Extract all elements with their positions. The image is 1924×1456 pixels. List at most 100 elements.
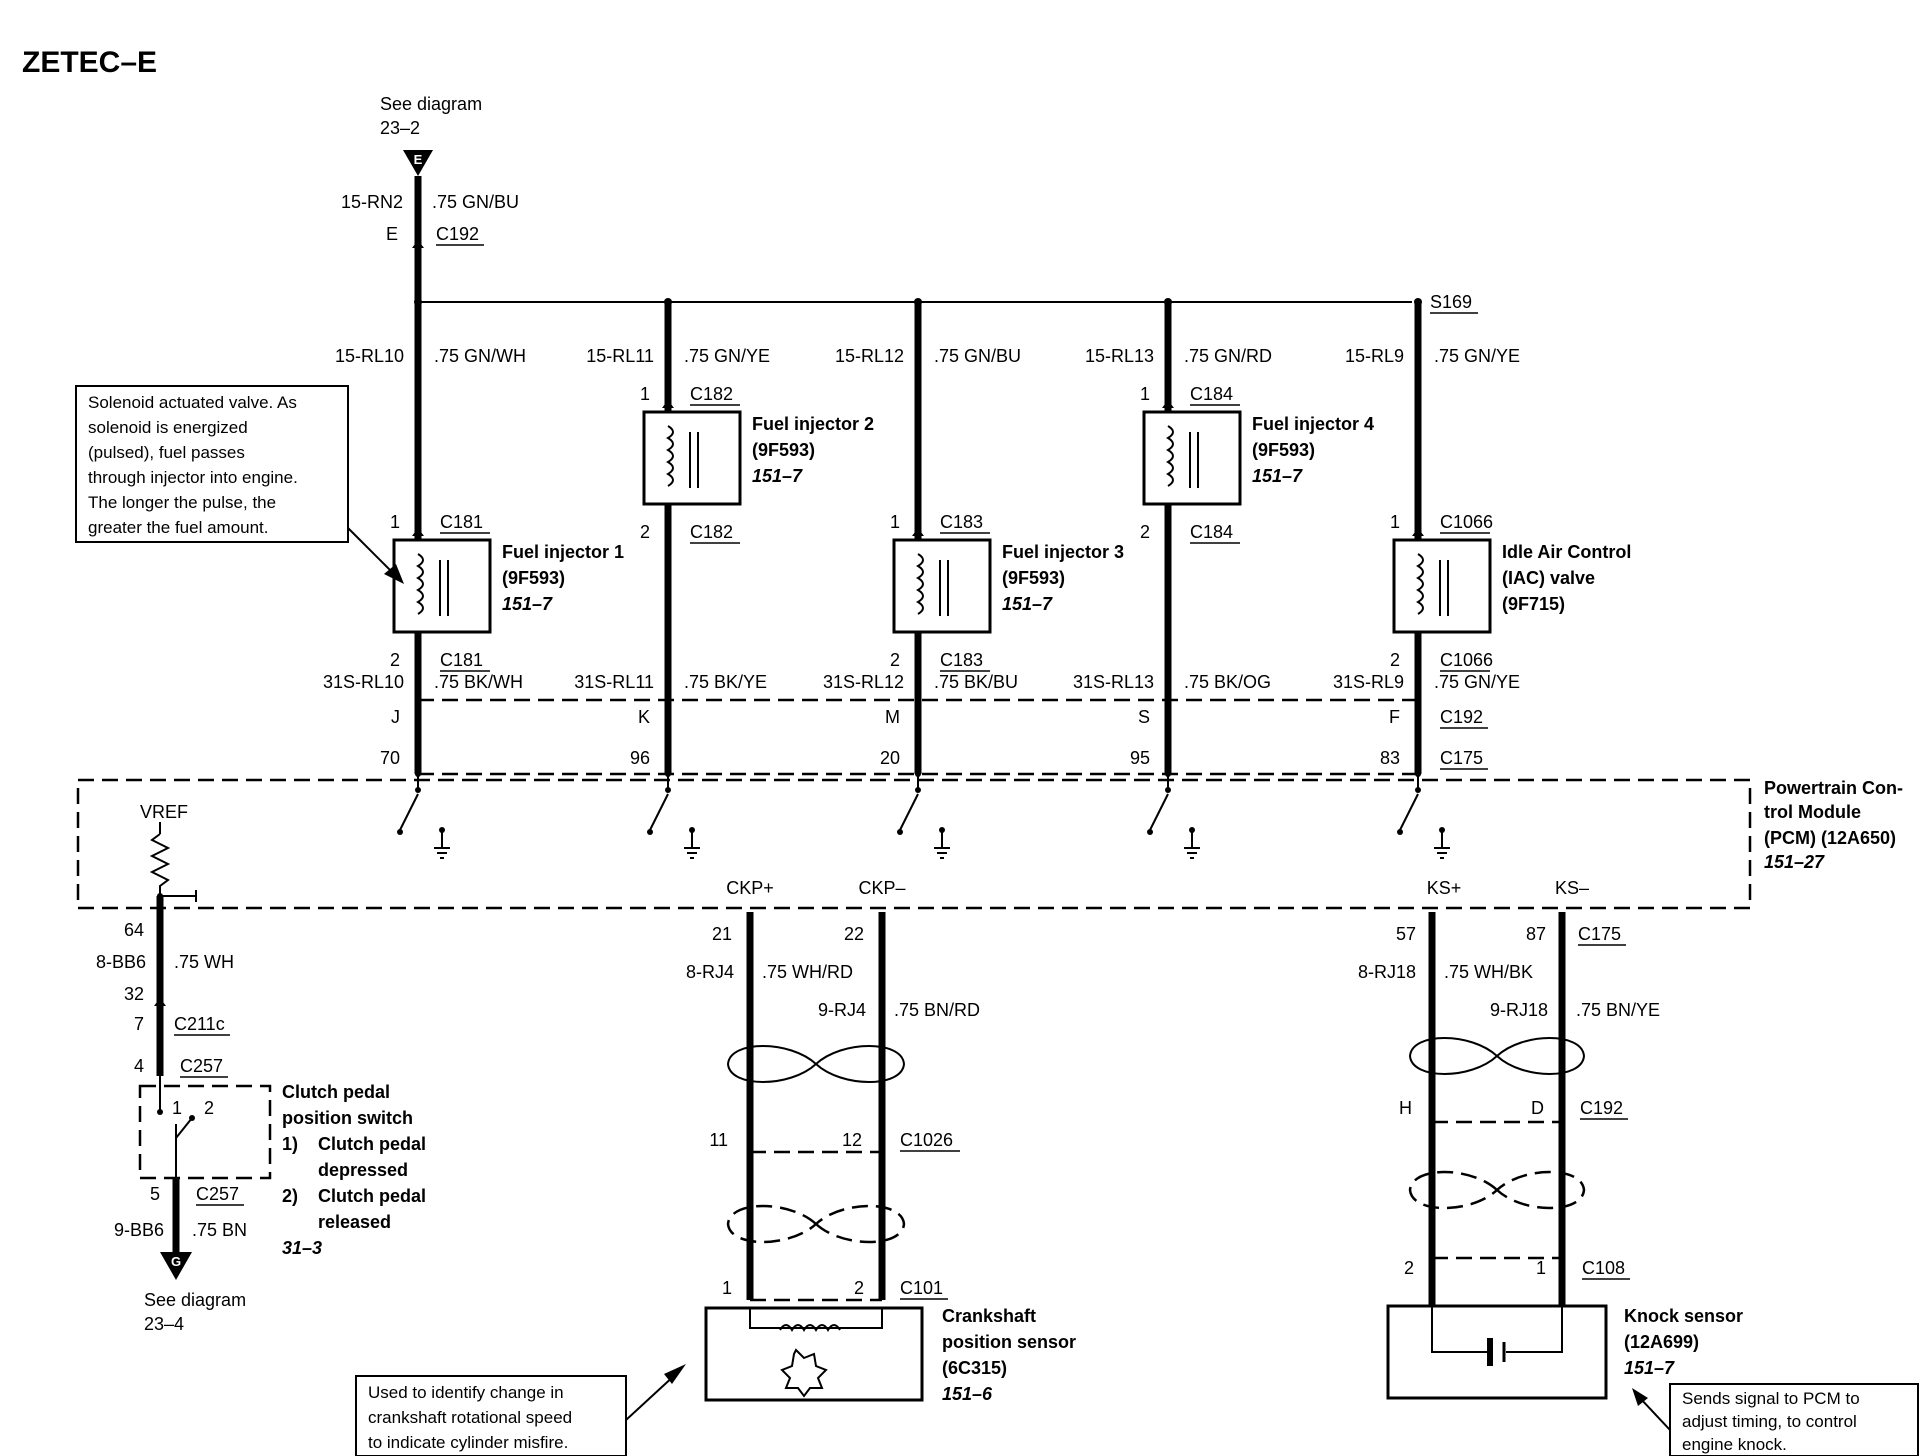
ref-bottom-line1: See diagram	[144, 1290, 246, 1310]
col-1-ret-wire: .75 BK/WH	[434, 672, 523, 692]
col-3-pcm-pin: 20	[880, 748, 900, 768]
clutch-wire-2: .75 BN	[192, 1220, 247, 1240]
col-1-conn1: C181	[440, 512, 483, 532]
feed-pin: E	[386, 224, 398, 244]
injector-note-line-1: Solenoid actuated valve. As	[88, 393, 297, 412]
col-3-pin1: 1	[890, 512, 900, 532]
clutch-circuit-2: 9-BB6	[114, 1220, 164, 1240]
ks-sensor-box	[1386, 1304, 1608, 1400]
col-4-ref: 151–7	[1252, 466, 1303, 486]
ks-note-pointer	[1639, 1397, 1671, 1431]
col-2-solenoid-icon	[666, 425, 674, 487]
ckp-pin-neg: 22	[844, 924, 864, 944]
col-3-pin2: 2	[890, 650, 900, 670]
clutch-ref: 31–3	[282, 1238, 322, 1258]
clutch-state-2-a: Clutch pedal	[318, 1186, 426, 1206]
clutch-wire-1: .75 WH	[174, 952, 234, 972]
ckp-note-line-1: Used to identify change in	[368, 1383, 564, 1402]
clutch-sw-pin-1: 1	[172, 1098, 182, 1118]
clutch-pin-32: 32	[124, 984, 144, 1004]
clutch-state-1-a: Clutch pedal	[318, 1134, 426, 1154]
ref-top: See diagram 23–2 E	[380, 94, 482, 176]
col-2-wire-label: .75 GN/YE	[684, 346, 770, 366]
clutch-circuit: VREF 64 8-BB6 .75 WH 32 7 C211c 4 C257 1…	[96, 802, 426, 1334]
ref-bottom-line2: 23–4	[144, 1314, 184, 1334]
col-3-name-1: Fuel injector 3	[1002, 542, 1124, 562]
ks-pin-pos: 57	[1396, 924, 1416, 944]
col-1-wire-label: .75 GN/WH	[434, 346, 526, 366]
ckp-circuit-pos: 8-RJ4	[686, 962, 734, 982]
ks-wire-neg: .75 BN/YE	[1576, 1000, 1660, 1020]
ckp-circuit-neg: 9-RJ4	[818, 1000, 866, 1020]
pcm-name-3: (PCM) (12A650)	[1764, 828, 1896, 848]
col-3-driver-switch-icon	[899, 793, 919, 831]
col-4-name-2: (9F593)	[1252, 440, 1315, 460]
clutch-state-2-num: 2)	[282, 1186, 298, 1206]
col-4-component-box	[1142, 410, 1242, 506]
ks-twist-icon-2	[1408, 1170, 1586, 1210]
col-5-conn1: C1066	[1440, 512, 1493, 532]
col-3-name-2: (9F593)	[1002, 568, 1065, 588]
pcm-label: Powertrain Con- trol Module (PCM) (12A65…	[1764, 778, 1903, 872]
injector-note-line-5: The longer the pulse, the	[88, 493, 276, 512]
c175-label: C175	[1440, 748, 1483, 768]
ks-circuit: KS+ KS– 57 87 C175 8-RJ18 .75 WH/BK 9-RJ…	[1358, 878, 1919, 1456]
ckp-pos-label: CKP+	[726, 878, 774, 898]
col-5-conn1-icon	[1412, 528, 1424, 536]
col-1-name-2: (9F593)	[502, 568, 565, 588]
col-2-pin1: 1	[640, 384, 650, 404]
splice-label: S169	[1430, 292, 1472, 312]
col-4-pin2: 2	[1140, 522, 1150, 542]
col-3-solenoid-icon	[916, 553, 924, 615]
ref-bottom-arrow-icon	[160, 1252, 192, 1280]
col-4-conn1: C184	[1190, 384, 1233, 404]
col-3-conn1-icon	[912, 528, 924, 536]
injector-note-arrow-icon	[384, 564, 404, 584]
clutch-sw-pin-2: 2	[204, 1098, 214, 1118]
col-1-name-1: Fuel injector 1	[502, 542, 624, 562]
ckp-wire-neg: .75 BN/RD	[894, 1000, 980, 1020]
pcm-ref: 151–27	[1764, 852, 1825, 872]
ks-ref: 151–7	[1624, 1358, 1675, 1378]
col-5-pin1: 1	[1390, 512, 1400, 532]
clutch-circuit-1: 8-BB6	[96, 952, 146, 972]
col-4-c192-pin: S	[1138, 707, 1150, 727]
ks-note-line-3: engine knock.	[1682, 1435, 1787, 1454]
ckp-sensor-pin-1: 1	[722, 1278, 732, 1298]
clutch-switch-blade-icon	[175, 1117, 193, 1139]
col-5-ret-wire: .75 GN/YE	[1434, 672, 1520, 692]
col-4-pcm-pin: 95	[1130, 748, 1150, 768]
col-1-pin1: 1	[390, 512, 400, 532]
ks-pcm-conn: C175	[1578, 924, 1621, 944]
ks-circuit-neg: 9-RJ18	[1490, 1000, 1548, 1020]
clutch-state-1-b: depressed	[318, 1160, 408, 1180]
col-4-circuit: 15-RL13	[1085, 346, 1154, 366]
ref-bottom-letter: G	[171, 1254, 181, 1269]
ckp-name-3: (6C315)	[942, 1358, 1007, 1378]
ks-mid-conn: C192	[1580, 1098, 1623, 1118]
col-2-name-2: (9F593)	[752, 440, 815, 460]
col-5-driver-switch-icon	[1399, 793, 1419, 831]
feed-connector-icon	[412, 240, 424, 248]
col-4-pin1: 1	[1140, 384, 1150, 404]
clutch-pin-5: 5	[150, 1184, 160, 1204]
ks-sensor-pin-pos: 2	[1404, 1258, 1414, 1278]
injector-note: Solenoid actuated valve. As solenoid is …	[75, 385, 404, 584]
pcm-box	[76, 778, 1752, 910]
col-4-ret-circuit: 31S-RL13	[1073, 672, 1154, 692]
col-2-c192-pin: K	[638, 707, 650, 727]
ks-note-line-1: Sends signal to PCM to	[1682, 1389, 1860, 1408]
col-4-conn2: C184	[1190, 522, 1233, 542]
col-1-ref: 151–7	[502, 594, 553, 614]
ks-sensor-pin-neg: 1	[1536, 1258, 1546, 1278]
ks-twist-icon-1	[1408, 1037, 1586, 1075]
ks-pos-label: KS+	[1427, 878, 1462, 898]
c192-label: C192	[1440, 707, 1483, 727]
col-4-driver-switch-icon	[1149, 793, 1169, 831]
col-5-solenoid-icon	[1416, 553, 1424, 615]
injector-note-line-3: (pulsed), fuel passes	[88, 443, 245, 462]
col-2-ret-circuit: 31S-RL11	[574, 672, 654, 692]
col-1-conn1-icon	[412, 528, 424, 536]
